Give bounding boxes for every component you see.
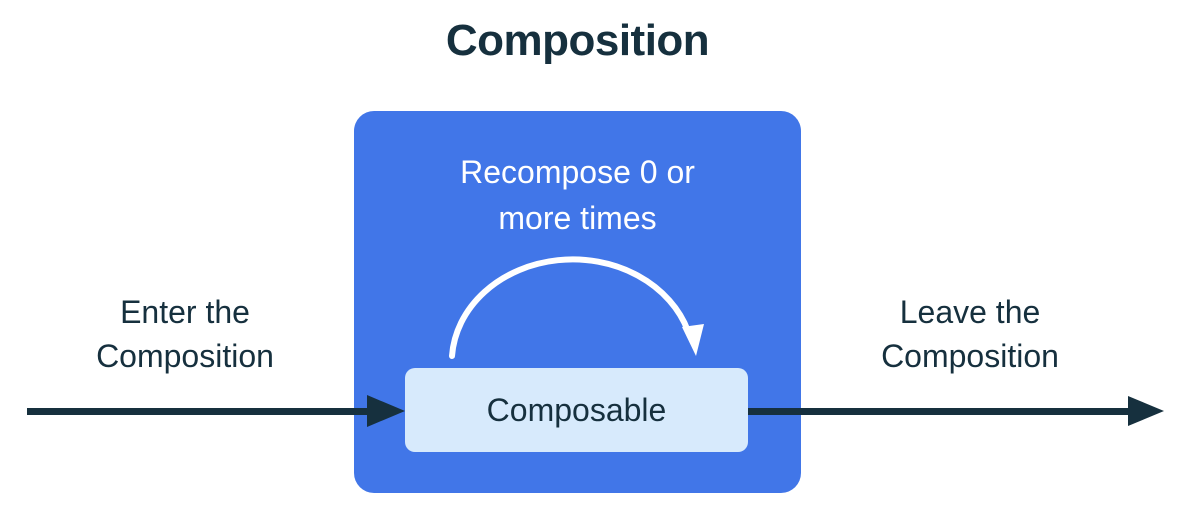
enter-label-line-2: Composition xyxy=(96,338,274,374)
diagram-title: Composition xyxy=(445,16,710,65)
leave-label-line-2: Composition xyxy=(881,338,1059,374)
enter-composition-label: Enter the Composition xyxy=(25,290,345,378)
recompose-label: Recompose 0 or more times xyxy=(354,149,801,241)
enter-arrow-line xyxy=(27,408,367,415)
composable-label: Composable xyxy=(486,391,667,428)
recompose-label-line-1: Recompose 0 or xyxy=(460,154,695,190)
leave-arrow-line xyxy=(748,408,1128,415)
recompose-label-line-2: more times xyxy=(498,200,657,236)
leave-arrow-right-icon xyxy=(1128,396,1164,426)
enter-label-line-1: Enter the xyxy=(120,294,250,330)
composable-node: Composable xyxy=(405,368,748,452)
leave-composition-label: Leave the Composition xyxy=(810,290,1130,378)
enter-arrow-right-icon xyxy=(367,395,405,427)
leave-label-line-1: Leave the xyxy=(899,294,1041,330)
